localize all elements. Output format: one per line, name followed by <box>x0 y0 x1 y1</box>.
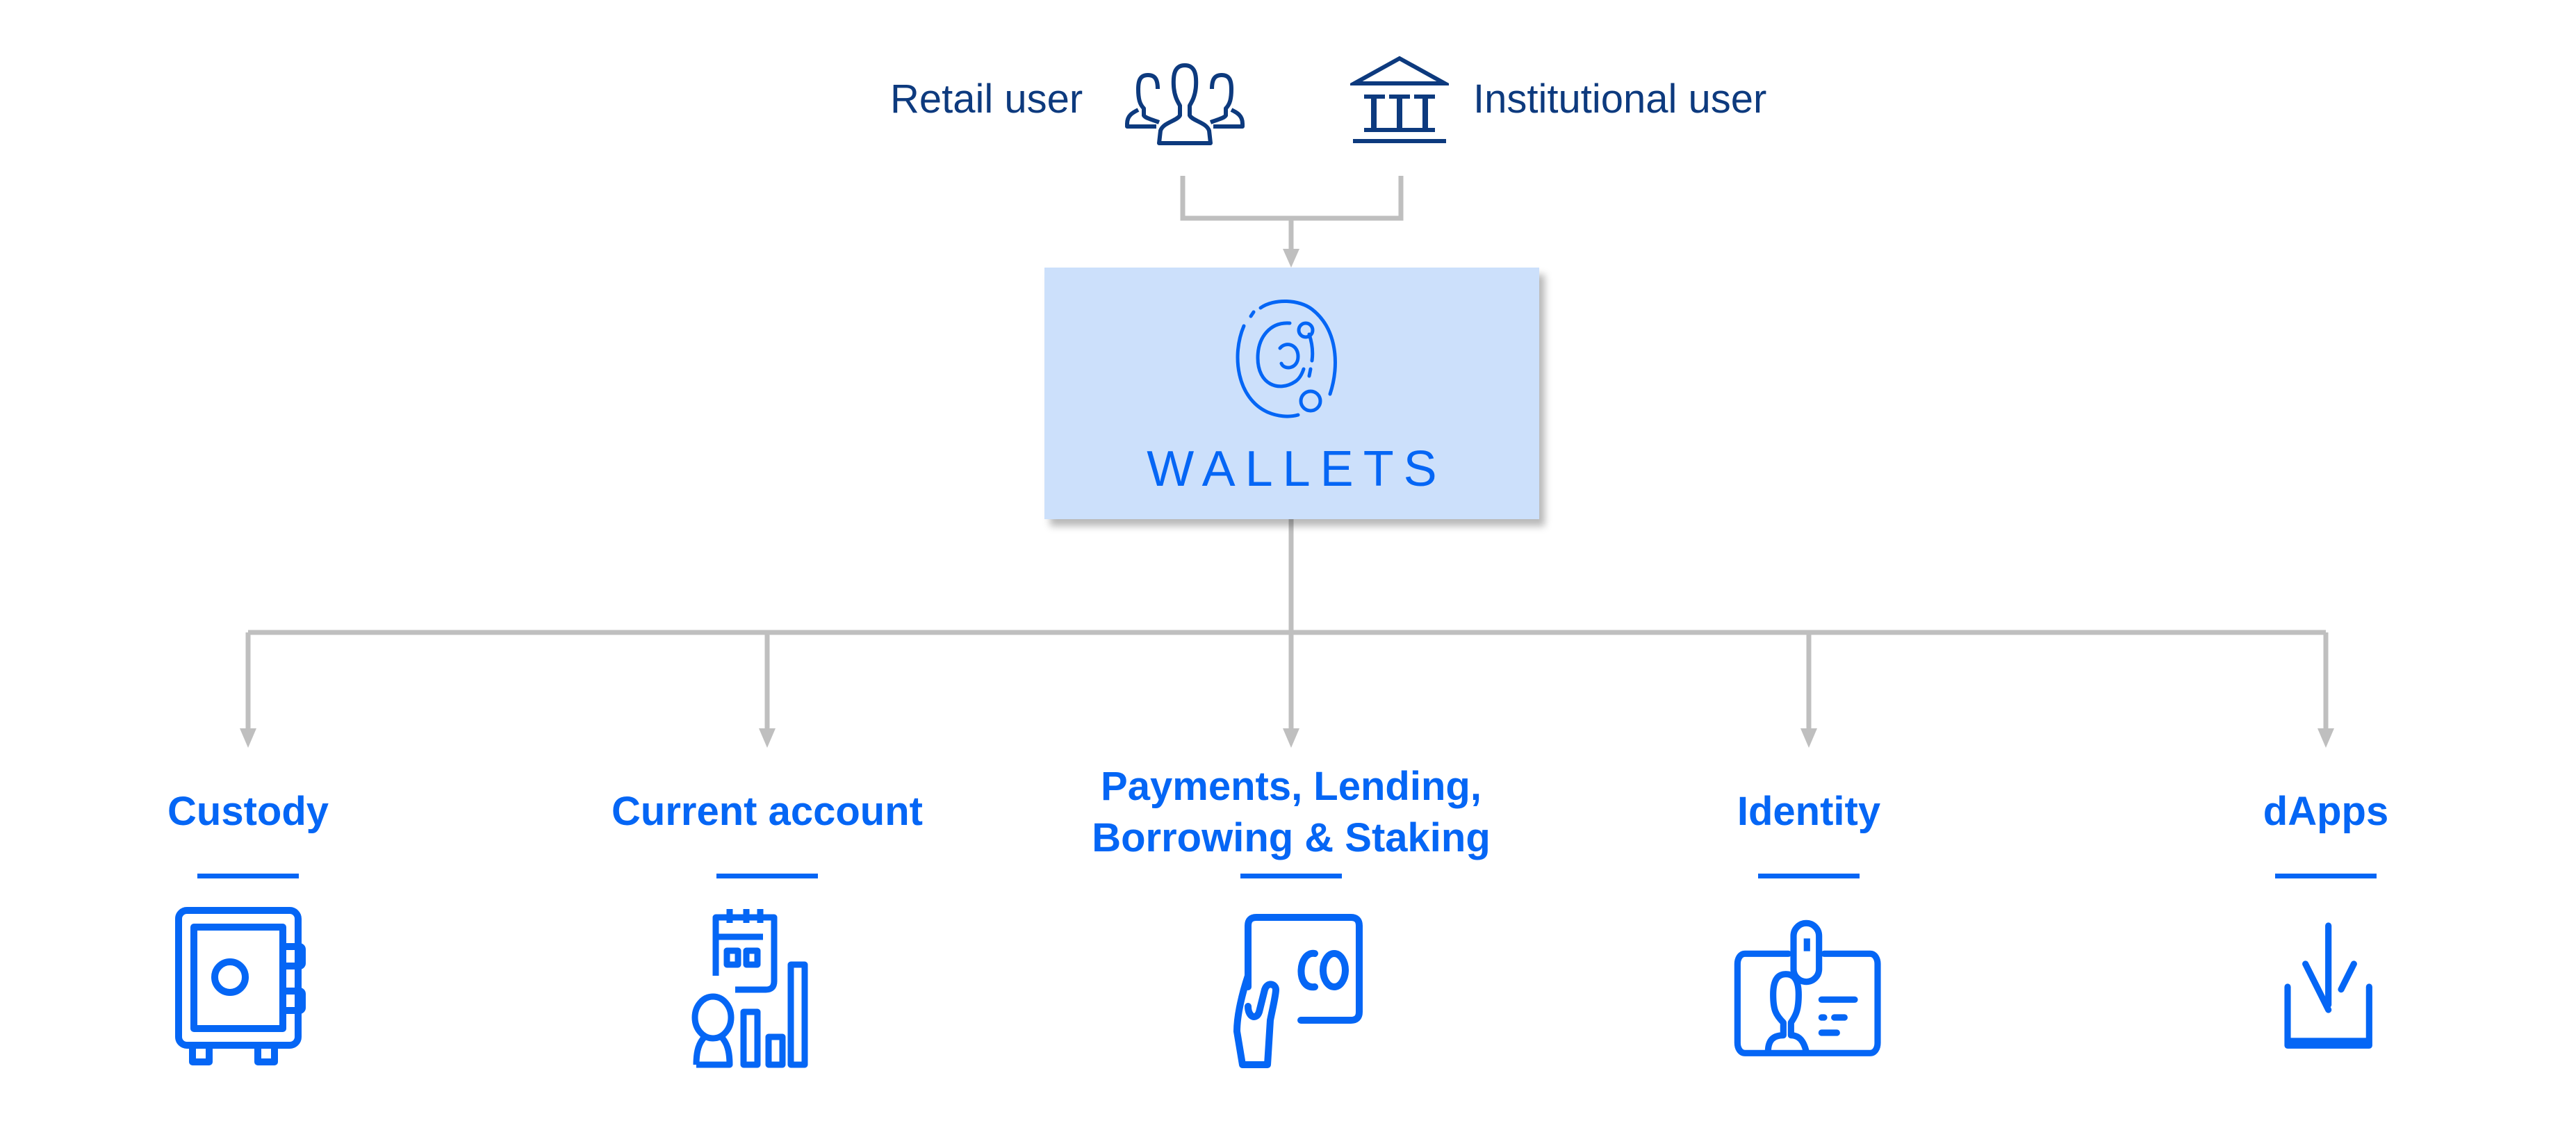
arrowhead-dapps <box>2317 728 2334 748</box>
arrowhead-identity <box>1800 728 1817 748</box>
hand-card-icon <box>1233 914 1363 1068</box>
service-identity[interactable]: Identity <box>1566 0 2052 1121</box>
identity-label: Identity <box>1737 789 1881 834</box>
service-payments-lending[interactable]: Payments, Lending, Borrowing & Staking <box>1048 0 1534 1121</box>
arrowhead-custody <box>240 728 256 748</box>
identity-underline <box>1758 874 1860 878</box>
payments-underline <box>1240 874 1342 878</box>
people-group-icon <box>1125 63 1245 145</box>
arrowhead-payments <box>1283 728 1299 748</box>
arrowhead-hub <box>1283 249 1299 268</box>
institutional-connector <box>1291 176 1404 221</box>
orbit-icon <box>1236 300 1337 418</box>
download-icon <box>2284 922 2372 1049</box>
wallets-hub[interactable]: WALLETS <box>1044 268 1539 519</box>
calendar-person-chart-icon <box>691 909 808 1068</box>
dapps-label: dApps <box>2263 789 2389 834</box>
custody-underline <box>197 874 299 878</box>
retail-connector <box>1180 176 1291 221</box>
id-badge-icon <box>1734 919 1881 1056</box>
arrowhead-current-account <box>759 728 776 748</box>
service-current-account[interactable]: Current account <box>524 0 1010 1121</box>
current-account-underline <box>716 874 818 878</box>
institutional-user-label: Institutional user <box>1473 76 1767 122</box>
wallets-title: WALLETS <box>1147 441 1447 497</box>
payments-label-line1: Payments, Lending, <box>1101 764 1482 809</box>
service-dapps[interactable]: dApps <box>2083 0 2569 1121</box>
service-custody[interactable]: Custody <box>5 0 491 1121</box>
dapps-underline <box>2275 874 2377 878</box>
payments-label-line2: Borrowing & Staking <box>1092 815 1491 860</box>
safe-icon <box>175 907 306 1065</box>
current-account-label: Current account <box>612 789 923 834</box>
bank-building-icon <box>1350 56 1449 143</box>
retail-user-label: Retail user <box>890 76 1083 122</box>
custody-label: Custody <box>167 789 329 834</box>
